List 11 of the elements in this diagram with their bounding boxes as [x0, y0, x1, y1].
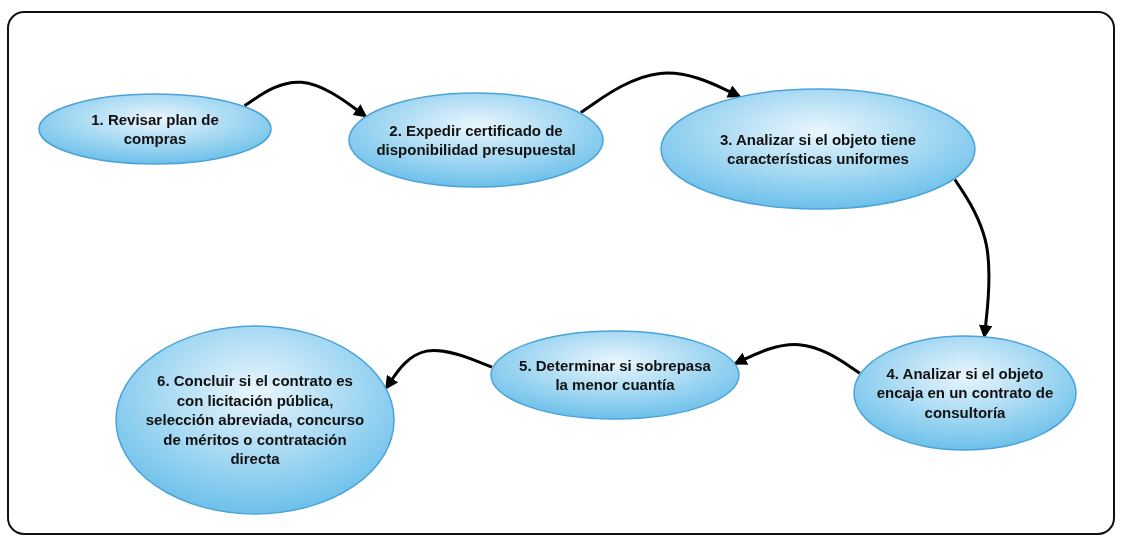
step-label: 1. Revisar plan de compras — [90, 109, 220, 149]
step-label: 6. Concluir si el contrato es con licitación pública, selección abreviada, concurso de méritos o contratación directa — [145, 371, 365, 469]
curved-arrow — [733, 343, 861, 375]
step-label: 5. Determinar si sobrepasa la menor cuantía — [518, 355, 712, 395]
step-label: 4. Analizar si el objeto encaja en un contrato de consultoría — [875, 363, 1055, 423]
curved-arrow — [243, 80, 368, 118]
step-label: 2. Expedir certificado de disponibilidad presupuestal — [376, 120, 576, 160]
curved-arrow — [580, 71, 742, 114]
curved-arrow — [953, 178, 993, 339]
step-label: 3. Analizar si el objeto tiene características uniformes — [718, 129, 918, 169]
curved-arrow — [385, 348, 493, 390]
